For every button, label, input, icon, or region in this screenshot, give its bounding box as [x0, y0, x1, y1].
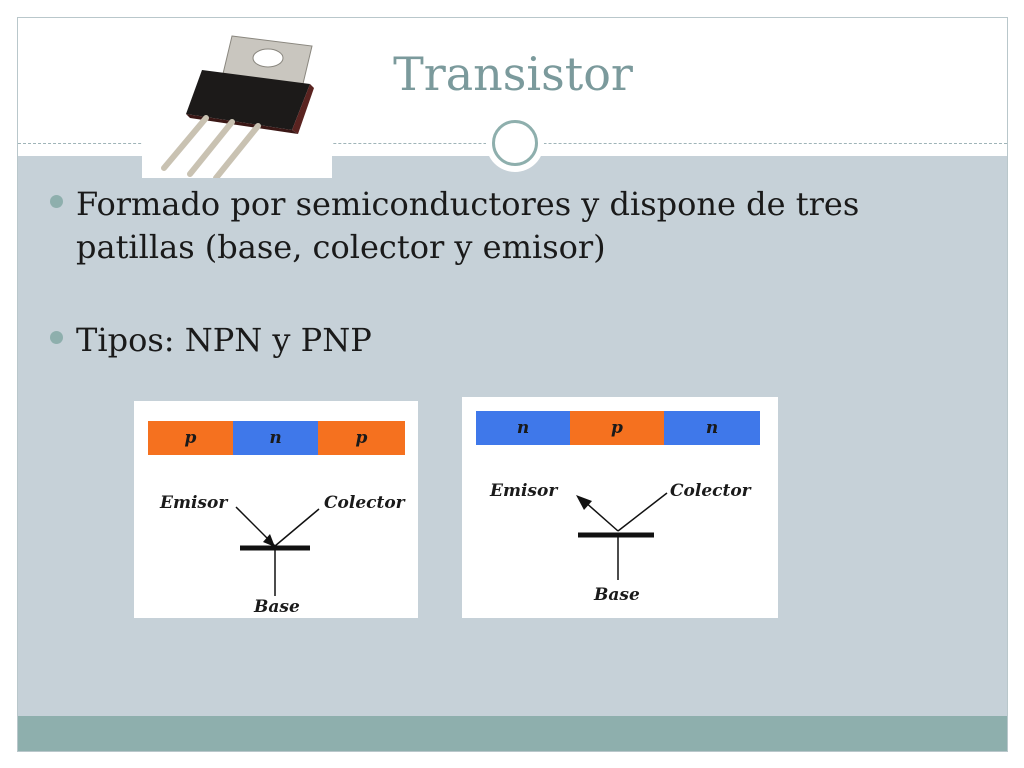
circle-ornament-icon	[492, 120, 538, 166]
bullet-dot-icon	[50, 195, 63, 208]
layer-middle: p	[570, 411, 664, 445]
bullet-text: Tipos: NPN y PNP	[76, 321, 372, 359]
bullet-dot-icon	[50, 331, 63, 344]
emitter-arrow-icon	[263, 534, 275, 547]
bullet-text: Formado por semiconductores y dispone de…	[76, 185, 860, 266]
layer-right: n	[664, 411, 760, 445]
collector-label: Colector	[670, 481, 751, 501]
transistor-to220-icon	[161, 35, 314, 181]
transistor-photo	[142, 18, 332, 181]
slide-title: Transistor	[393, 47, 633, 101]
diagram-pnp: n p n Emisor Colector Base	[462, 397, 778, 618]
layer-left: n	[476, 411, 570, 445]
emitter-label: Emisor	[490, 481, 558, 501]
emitter-arrow-icon	[576, 495, 592, 510]
emitter-label: Emisor	[160, 493, 228, 513]
npn-symbol	[235, 506, 320, 596]
base-label: Base	[594, 585, 640, 605]
pnp-symbol	[576, 492, 668, 580]
collector-label: Colector	[324, 493, 405, 513]
layer-right: p	[318, 421, 405, 455]
layer-middle: n	[233, 421, 318, 455]
bullet-item: Tipos: NPN y PNP	[48, 319, 948, 362]
bullet-list: Formado por semiconductores y dispone de…	[48, 183, 948, 412]
base-label: Base	[254, 597, 300, 617]
layer-left: p	[148, 421, 233, 455]
diagram-npn: p n p Emisor Colector Base	[134, 401, 418, 618]
bullet-item: Formado por semiconductores y dispone de…	[48, 183, 948, 269]
slide-frame: Transistor Formado por semiconductores y…	[17, 17, 1008, 752]
footer-bar	[18, 716, 1007, 751]
